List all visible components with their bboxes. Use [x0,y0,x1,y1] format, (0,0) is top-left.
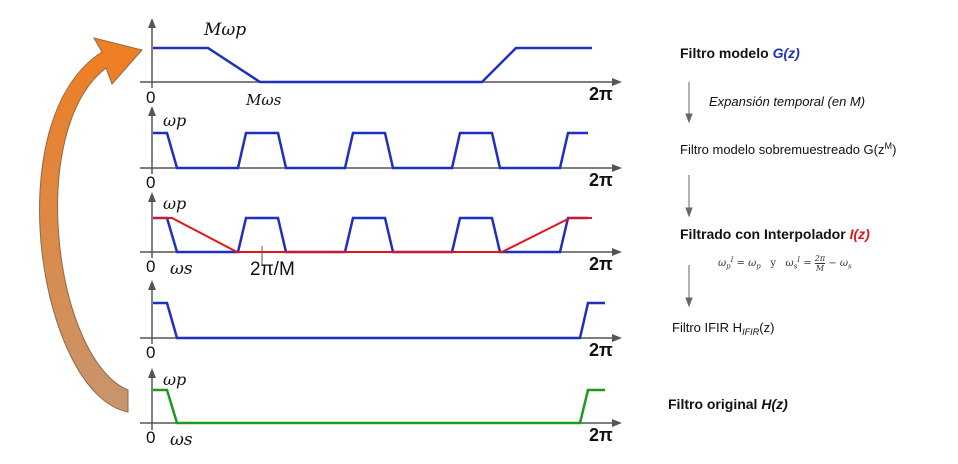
step-ifir-filter: Filtro IFIR HIFIR(z) [672,320,775,338]
x-axis-arrowhead [612,164,622,172]
origin-label: 0 [146,343,156,362]
two-pi-label: 2π [589,170,613,190]
omega-s-label: ωs [170,430,193,450]
interpolator-response [153,217,592,253]
two-pi-label: 2π [589,425,613,445]
two-pi-over-m-label: 2π/M [250,259,295,280]
origin-label: 0 [146,428,156,447]
two-pi-label: 2π [589,340,613,360]
omega-p-label: ωp [163,111,187,130]
m-omega-p-label: Mωp [204,20,247,40]
upsampled-filter-response [153,131,588,170]
process-arrows [685,82,693,308]
m-omega-s-label: Mωs [246,91,282,109]
x-axis-arrowhead [612,419,622,427]
step-upsampled-filter: Filtro modelo sobremuestreado G(zM) [680,141,897,157]
model-filter-response [153,46,592,84]
step-original-filter: Filtro original H(z) [668,396,788,412]
omega-p-label: ωp [163,370,187,389]
plot-model-filter [140,18,622,88]
x-axis-arrowhead [612,248,622,256]
x-axis-arrowhead [612,78,622,86]
plot-upsampled-filter [140,106,622,174]
origin-label: 0 [146,88,156,107]
plot-original-filter [140,368,622,430]
origin-label: 0 [146,173,156,192]
step-interpolator: Filtrado con Interpolador I(z) [680,226,870,242]
omega-p-label: ωp [163,194,187,213]
ifir-filter-response [153,301,605,340]
step-model-filter: Filtro modelo G(z) [680,45,800,61]
step-expansion: Expansión temporal (en M) [709,94,866,109]
two-pi-label: 2π [589,254,613,274]
x-axis-arrowhead [612,334,622,342]
curved-flow-arrow [39,37,143,413]
plot-ifir-filter [140,280,622,344]
origin-label: 0 [146,257,156,276]
upsampled-filter-response [153,216,588,254]
plot-interpolator [140,192,622,266]
original-filter-response [153,388,605,425]
omega-s-label: ωs [170,259,193,279]
two-pi-label: 2π [589,84,613,104]
